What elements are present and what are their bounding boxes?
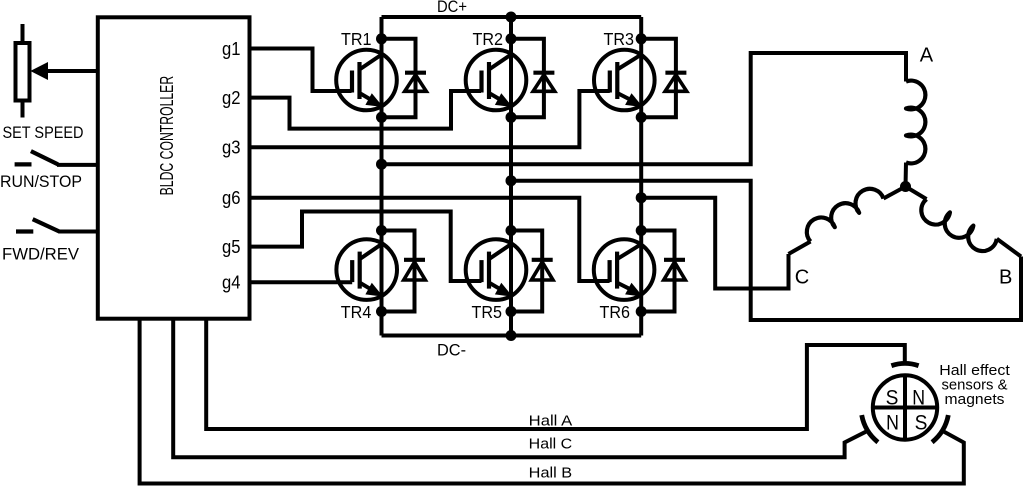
svg-text:A: A — [920, 45, 934, 67]
svg-text:BLDC CONTROLLER: BLDC CONTROLLER — [157, 76, 177, 196]
svg-text:g1: g1 — [222, 38, 241, 59]
svg-text:Hall C: Hall C — [529, 436, 573, 453]
svg-text:C: C — [795, 267, 809, 289]
svg-text:TR3: TR3 — [604, 29, 635, 49]
svg-text:Hall A: Hall A — [529, 413, 573, 430]
svg-text:SET SPEED: SET SPEED — [3, 123, 84, 142]
svg-text:TR6: TR6 — [600, 302, 631, 322]
svg-text:B: B — [999, 267, 1012, 289]
svg-text:g2: g2 — [222, 87, 241, 108]
svg-text:g4: g4 — [222, 272, 241, 293]
svg-text:FWD/REV: FWD/REV — [2, 245, 80, 264]
svg-text:TR1: TR1 — [341, 29, 372, 49]
svg-text:N: N — [912, 387, 925, 410]
svg-text:g6: g6 — [222, 187, 241, 208]
svg-text:magnets: magnets — [945, 391, 1005, 408]
svg-text:g3: g3 — [222, 137, 241, 158]
svg-text:sensors &: sensors & — [942, 377, 1008, 394]
svg-text:DC-: DC- — [437, 341, 466, 360]
svg-text:S: S — [886, 387, 899, 410]
svg-text:N: N — [886, 412, 899, 435]
svg-text:TR5: TR5 — [472, 302, 503, 322]
svg-text:S: S — [915, 412, 928, 435]
svg-text:Hall B: Hall B — [529, 465, 573, 482]
svg-text:DC+: DC+ — [437, 0, 467, 16]
svg-text:TR2: TR2 — [473, 29, 504, 49]
svg-text:TR4: TR4 — [341, 302, 372, 322]
svg-text:Hall effect: Hall effect — [939, 362, 1010, 379]
svg-text:RUN/STOP: RUN/STOP — [0, 172, 82, 191]
svg-text:g5: g5 — [222, 236, 241, 257]
